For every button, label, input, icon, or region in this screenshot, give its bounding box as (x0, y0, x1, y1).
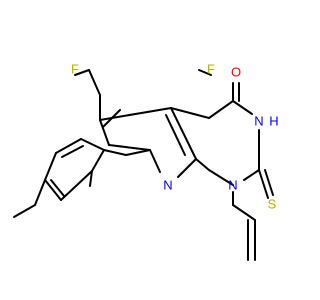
atom-label-oxygen: O (231, 65, 241, 80)
bond (99, 119, 110, 146)
bond (243, 169, 260, 181)
molecule-canvas: F F O N H S N N (13, 62, 279, 261)
bond (13, 204, 36, 218)
bond (44, 179, 62, 201)
bond (232, 204, 256, 221)
bond (258, 169, 269, 199)
bond (170, 107, 210, 119)
bond (195, 158, 210, 171)
atom-label-nitrogen: N (228, 178, 237, 193)
bond (108, 144, 151, 151)
bond (149, 149, 161, 173)
bond (170, 107, 197, 160)
bond (88, 69, 101, 96)
atom-label-nitrogen: N (163, 178, 172, 193)
bond (44, 152, 57, 181)
bond (50, 179, 65, 197)
bond (232, 100, 253, 115)
bond (102, 109, 121, 128)
bond (80, 138, 105, 151)
atom-label-nitrogen: N (254, 114, 263, 129)
atom-label-sulfur: S (268, 197, 277, 212)
bond (89, 170, 93, 187)
bond (198, 69, 212, 76)
bond (264, 169, 274, 196)
bond (60, 170, 93, 201)
bond (91, 149, 105, 172)
bond (74, 69, 90, 76)
bonds (13, 69, 274, 261)
atom-label-fluorine: F (207, 62, 215, 77)
atom-labels: F F O N H S N N (71, 62, 279, 212)
bond (165, 114, 186, 156)
bond (208, 169, 234, 186)
bond (208, 100, 234, 119)
structure-drawing: F F O N H S N N (13, 62, 279, 261)
bond (61, 145, 84, 158)
bond (125, 149, 151, 156)
atom-label-fluorine: F (71, 62, 79, 77)
bond (177, 158, 197, 178)
bond (55, 138, 82, 154)
bond (34, 179, 46, 206)
atom-label-hydrogen: H (269, 114, 278, 129)
bond (103, 149, 127, 156)
